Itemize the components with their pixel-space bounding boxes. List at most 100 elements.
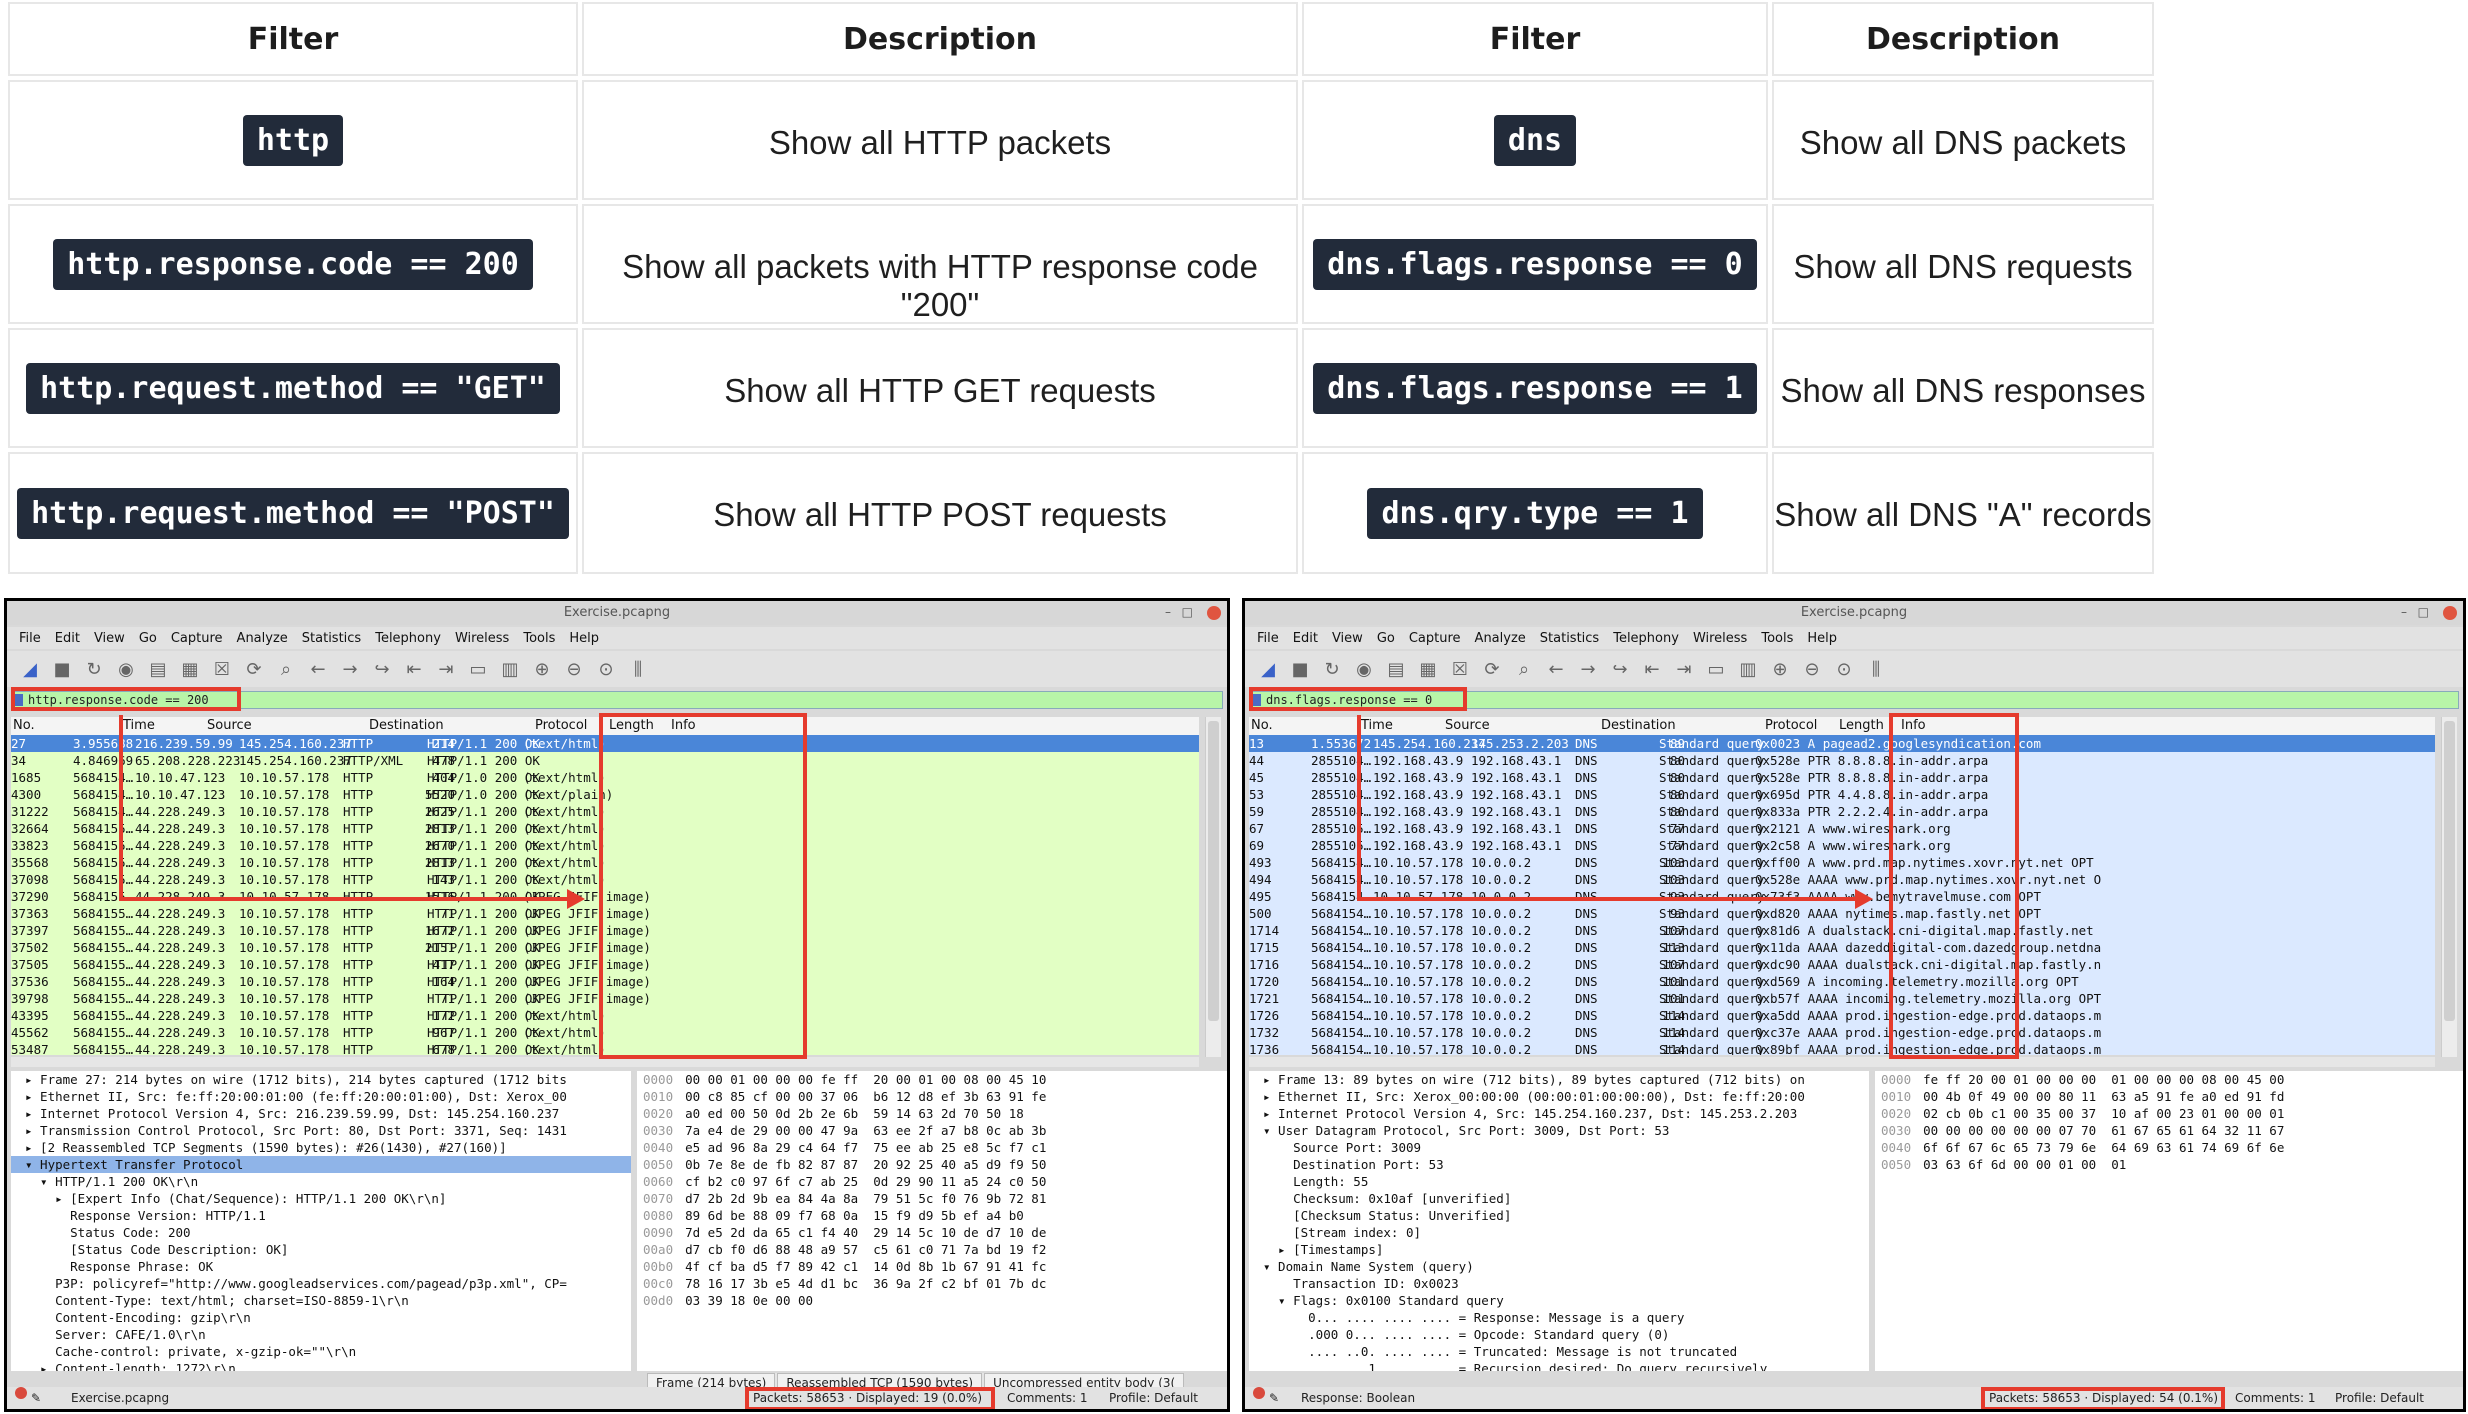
save-icon[interactable]: ▦ xyxy=(181,658,199,680)
detail-line[interactable]: ▸ Content-length: 1272\r\n xyxy=(25,1361,236,1371)
detail-line[interactable]: .... ...1 .... .... = Recursion desired:… xyxy=(1263,1361,1768,1371)
normal-size-icon[interactable]: ⊙ xyxy=(1836,658,1852,680)
colorize-icon[interactable]: ▥ xyxy=(501,658,519,680)
menu-view[interactable]: View xyxy=(1331,630,1363,646)
detail-line[interactable]: Server: CAFE/1.0\r\n xyxy=(25,1327,206,1342)
packet-list-hscrollbar[interactable] xyxy=(1249,1057,2435,1067)
stop-icon[interactable]: ■ xyxy=(1291,658,1309,680)
column-time[interactable]: Time xyxy=(1361,718,1393,733)
resize-columns-icon[interactable]: ⫼ xyxy=(1871,658,1881,680)
detail-line[interactable]: [Checksum Status: Unverified] xyxy=(1263,1208,1512,1223)
expert-info-icon[interactable] xyxy=(1253,1387,1265,1399)
detail-line[interactable]: ▾ Flags: 0x0100 Standard query xyxy=(1263,1293,1504,1308)
column-protocol[interactable]: Protocol xyxy=(535,718,588,733)
display-filter-input[interactable]: dns.flags.response == 0 xyxy=(1249,691,2459,709)
detail-line[interactable]: ▸ Frame 27: 214 bytes on wire (1712 bits… xyxy=(25,1072,567,1087)
column-info[interactable]: Info xyxy=(1901,718,1926,733)
detail-line[interactable]: ▸ [2 Reassembled TCP Segments (1590 byte… xyxy=(25,1140,507,1155)
zoom-out-icon[interactable]: ⊖ xyxy=(1804,658,1820,680)
menu-statistics[interactable]: Statistics xyxy=(301,630,362,646)
close-file-icon[interactable]: ☒ xyxy=(213,658,231,680)
column-info[interactable]: Info xyxy=(671,718,696,733)
go-to-icon[interactable]: ↪ xyxy=(374,658,390,680)
column-length[interactable]: Length xyxy=(1839,718,1884,733)
menu-help[interactable]: Help xyxy=(569,630,600,646)
hex-bytes[interactable]: d7 cb f0 d6 88 48 a9 57 c5 61 c0 71 7a b… xyxy=(685,1242,1047,1257)
hex-bytes[interactable]: 00 c8 85 cf 00 00 37 06 b6 12 d8 ef 3b 6… xyxy=(685,1089,1047,1104)
packet-list-scrollbar[interactable] xyxy=(2441,717,2457,1057)
detail-line[interactable]: ▾ User Datagram Protocol, Src Port: 3009… xyxy=(1263,1123,1670,1138)
column-no[interactable]: No. xyxy=(13,718,35,733)
close-icon[interactable] xyxy=(1207,606,1221,620)
close-file-icon[interactable]: ☒ xyxy=(1451,658,1469,680)
detail-line[interactable]: Source Port: 3009 xyxy=(1263,1140,1422,1155)
column-source[interactable]: Source xyxy=(1445,718,1490,733)
hex-bytes[interactable]: 7d e5 2d da 65 c1 f4 40 29 14 5c 10 de d… xyxy=(685,1225,1047,1240)
detail-line[interactable]: Content-Encoding: gzip\r\n xyxy=(25,1310,251,1325)
menu-telephony[interactable]: Telephony xyxy=(375,630,441,646)
find-icon[interactable]: ⌕ xyxy=(280,658,292,680)
menu-help[interactable]: Help xyxy=(1807,630,1838,646)
go-to-icon[interactable]: ↪ xyxy=(1612,658,1628,680)
zoom-out-icon[interactable]: ⊖ xyxy=(566,658,582,680)
detail-line[interactable]: ▸ Internet Protocol Version 4, Src: 216.… xyxy=(25,1106,560,1121)
detail-line[interactable]: ▾ Hypertext Transfer Protocol xyxy=(11,1156,631,1173)
save-icon[interactable]: ▦ xyxy=(1419,658,1437,680)
status-profile[interactable]: Profile: Default xyxy=(2335,1391,2425,1405)
first-icon[interactable]: ⇤ xyxy=(406,658,422,680)
hex-bytes[interactable]: 03 39 18 0e 00 00 xyxy=(685,1293,814,1308)
shark-fin-icon[interactable]: ◢ xyxy=(23,658,37,680)
menu-tools[interactable]: Tools xyxy=(1761,630,1794,646)
hex-bytes[interactable]: 00 00 00 00 00 00 07 70 61 67 65 61 64 3… xyxy=(1923,1123,2285,1138)
reload-icon[interactable]: ⟳ xyxy=(1484,658,1500,680)
menu-capture[interactable]: Capture xyxy=(1408,630,1461,646)
back-icon[interactable]: ← xyxy=(310,658,326,680)
maximize-icon[interactable]: □ xyxy=(1181,605,1193,619)
menu-edit[interactable]: Edit xyxy=(1292,630,1318,646)
hex-bytes[interactable]: a0 ed 00 50 0d 2b 2e 6b 59 14 63 2d 70 5… xyxy=(685,1106,1024,1121)
hex-bytes[interactable]: 4f cf ba d5 f7 89 42 c1 14 0d 8b 1b 67 9… xyxy=(685,1259,1047,1274)
bookmark-icon[interactable] xyxy=(15,694,23,706)
menu-edit[interactable]: Edit xyxy=(54,630,80,646)
forward-icon[interactable]: → xyxy=(342,658,358,680)
menu-analyze[interactable]: Analyze xyxy=(236,630,288,646)
colorize-icon[interactable]: ▥ xyxy=(1739,658,1757,680)
hex-bytes[interactable]: d7 2b 2d 9b ea 84 4a 8a 79 51 5c f0 76 9… xyxy=(685,1191,1047,1206)
reload-icon[interactable]: ⟳ xyxy=(246,658,262,680)
stop-icon[interactable]: ■ xyxy=(53,658,71,680)
zoom-in-icon[interactable]: ⊕ xyxy=(1772,658,1788,680)
menu-telephony[interactable]: Telephony xyxy=(1613,630,1679,646)
restart-icon[interactable]: ↻ xyxy=(1324,658,1340,680)
column-destination[interactable]: Destination xyxy=(1601,718,1676,733)
menu-file[interactable]: File xyxy=(1257,630,1279,646)
find-icon[interactable]: ⌕ xyxy=(1518,658,1530,680)
hex-bytes[interactable]: 0b 7e 8e de fb 82 87 87 20 92 25 40 a5 d… xyxy=(685,1157,1047,1172)
menu-wireless[interactable]: Wireless xyxy=(454,630,510,646)
open-icon[interactable]: ▤ xyxy=(149,658,167,680)
detail-line[interactable]: [Stream index: 0] xyxy=(1263,1225,1422,1240)
detail-line[interactable]: .... ..0. .... .... = Truncated: Message… xyxy=(1263,1344,1738,1359)
menu-capture[interactable]: Capture xyxy=(170,630,223,646)
detail-line[interactable]: [Status Code Description: OK] xyxy=(25,1242,289,1257)
